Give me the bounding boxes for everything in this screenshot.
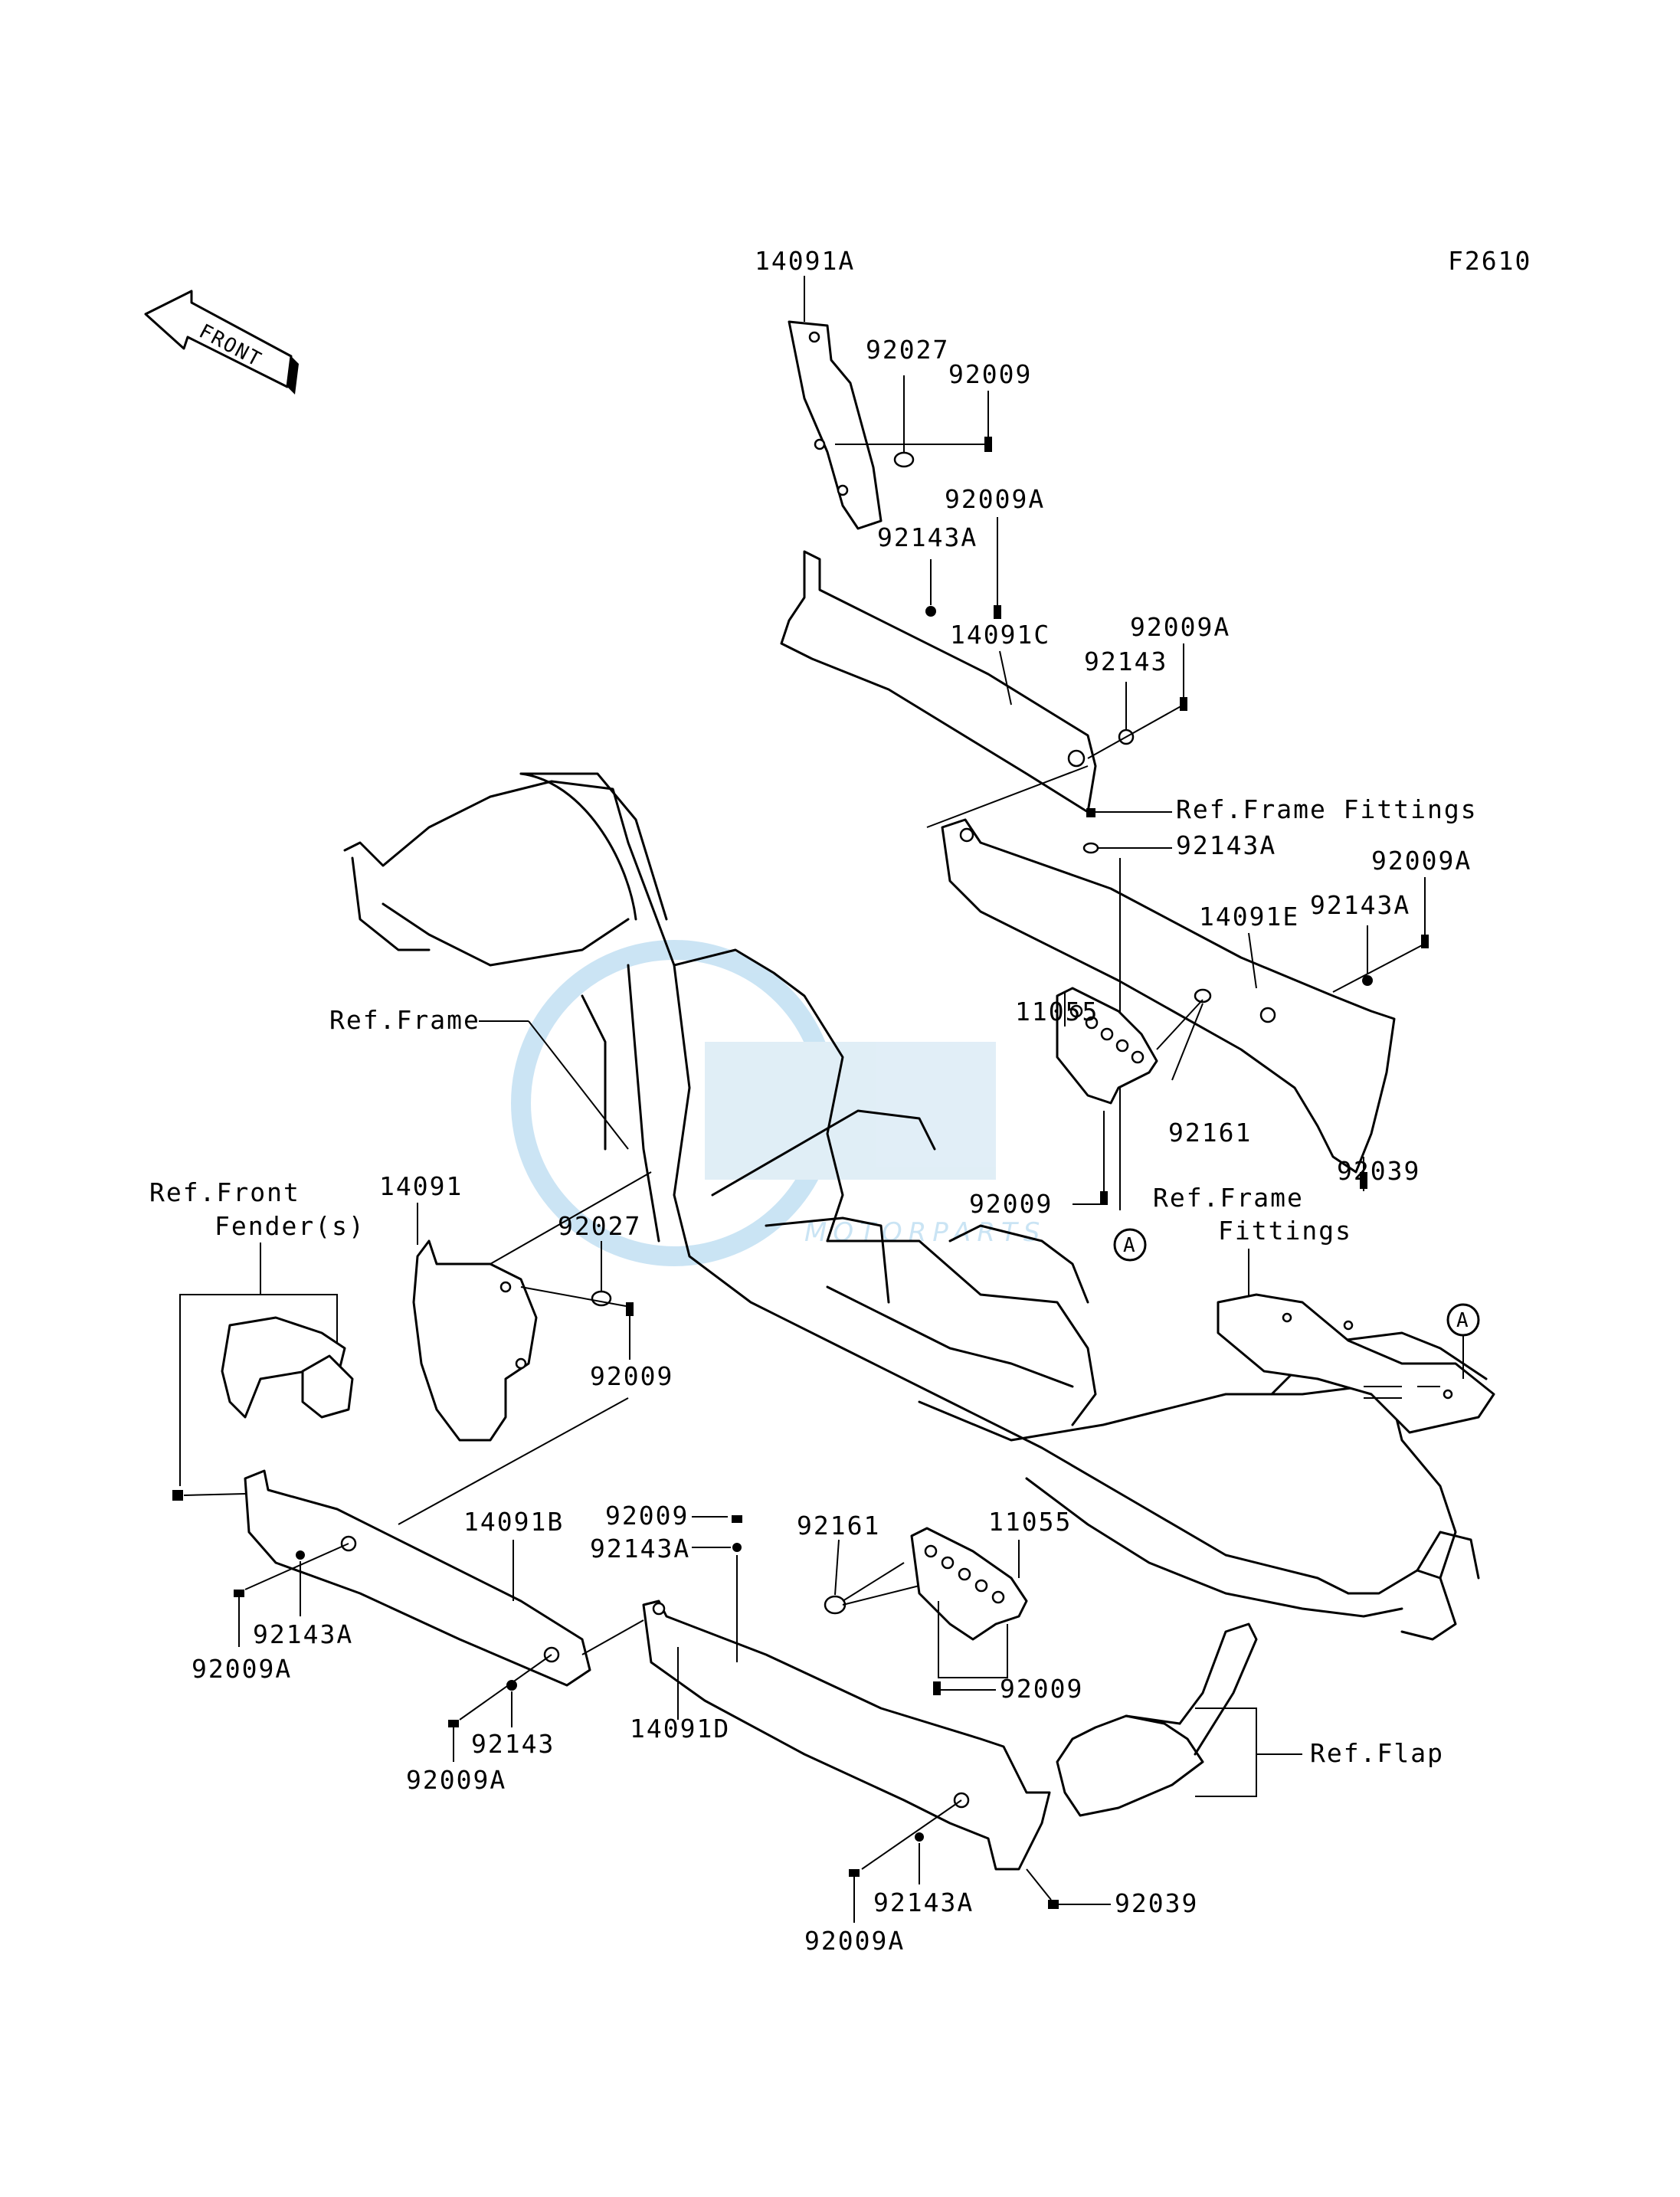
- bolt-92009-b2: [933, 1681, 941, 1695]
- part-14091A: [788, 320, 883, 530]
- washer-92027-top: [893, 451, 915, 468]
- frame-fitting-plate: [1217, 1293, 1495, 1434]
- ref-frame-fitting-bolt: [1086, 808, 1095, 817]
- label-92027-top: 92027: [866, 335, 949, 365]
- label-14091D: 14091D: [630, 1714, 730, 1744]
- flap-ref: [1056, 1622, 1258, 1817]
- screw-92039-low: [1048, 1900, 1059, 1909]
- label-14091B: 14091B: [463, 1507, 564, 1537]
- label-92143A-1: 92143A: [877, 522, 978, 552]
- label-92009A-2: 92009A: [1130, 612, 1230, 642]
- label-92039-low: 92039: [1115, 1888, 1198, 1918]
- label-ref-front-fender-a: Ref.Front: [149, 1177, 300, 1207]
- clip-front-fender: [172, 1490, 183, 1501]
- label-92143A-b3: 92143A: [873, 1888, 974, 1917]
- nut-92143A-b2: [296, 1550, 305, 1560]
- callout-A1: [1113, 1228, 1147, 1262]
- label-92143A-2: 92143A: [1176, 830, 1276, 860]
- label-92009A-1: 92009A: [945, 484, 1045, 514]
- bolt-92009-top: [984, 437, 992, 452]
- label-11055-top: 11055: [1015, 997, 1099, 1026]
- label-callout-A2: A: [1456, 1309, 1470, 1332]
- label-92009A-b2: 92009A: [406, 1765, 506, 1795]
- bolt-92009A-2: [1180, 697, 1187, 711]
- label-92161-low: 92161: [797, 1511, 880, 1541]
- part-14091B: [244, 1469, 591, 1687]
- bolt-92009-b1: [732, 1515, 742, 1523]
- part-14091E: [941, 818, 1396, 1174]
- plug-92161-top: [1194, 988, 1212, 1004]
- label-ref-frame: Ref.Frame: [329, 1005, 480, 1035]
- watermark: MOTORPARTS: [511, 940, 1040, 1266]
- part-14091: [412, 1239, 538, 1442]
- nut-92143A-b1: [732, 1543, 742, 1552]
- front-arrow-icon: FRONT: [144, 290, 299, 395]
- label-callout-A1: A: [1123, 1234, 1137, 1257]
- bolt-92009A-3: [1421, 935, 1429, 948]
- label-ref-front-fender-b: Fender(s): [215, 1211, 365, 1241]
- bolt-92009-mid: [1100, 1191, 1108, 1205]
- label-92143A-b2: 92143A: [253, 1619, 353, 1649]
- label-92009-low: 92009: [590, 1361, 673, 1391]
- label-92143A-b1: 92143A: [590, 1534, 690, 1563]
- label-92009-mid: 92009: [969, 1189, 1053, 1219]
- label-92143-b: 92143: [471, 1729, 555, 1759]
- label-92009A-3: 92009A: [1371, 846, 1472, 876]
- label-92143-1: 92143: [1084, 647, 1167, 676]
- label-92027-low: 92027: [558, 1211, 641, 1241]
- label-92009-b1: 92009: [605, 1501, 689, 1531]
- label-ref-flap: Ref.Flap: [1310, 1738, 1444, 1768]
- part-11055-top: [1056, 987, 1158, 1105]
- label-11055-low: 11055: [988, 1507, 1072, 1537]
- bolt-92009A-b1: [234, 1590, 244, 1597]
- nut-92143A-3: [1362, 975, 1373, 986]
- label-ref-frame-fittings-1: Ref.Frame Fittings: [1176, 794, 1478, 824]
- label-92009-top: 92009: [948, 359, 1032, 389]
- bolt-92009A-b3: [849, 1869, 860, 1877]
- part-11055-low: [910, 1527, 1028, 1641]
- bolt-92009-low: [626, 1302, 634, 1316]
- bolt-92009A-1: [994, 605, 1001, 619]
- label-92039-top: 92039: [1337, 1156, 1420, 1186]
- part-14091C: [780, 550, 1097, 814]
- part-14091D: [642, 1599, 1051, 1871]
- bolt-92009A-b2: [448, 1720, 459, 1727]
- nut-92143A-b3: [915, 1832, 924, 1842]
- label-14091A: 14091A: [755, 246, 855, 276]
- front-fender-ref: [221, 1316, 354, 1419]
- label-ref-frame-fittings-2b: Fittings: [1218, 1216, 1352, 1246]
- nut-92143-b: [506, 1680, 517, 1691]
- label-92009A-b1: 92009A: [192, 1654, 292, 1684]
- label-14091E: 14091E: [1199, 902, 1299, 932]
- label-14091: 14091: [379, 1171, 463, 1201]
- nut-92143A-1: [925, 606, 936, 617]
- label-14091C: 14091C: [950, 620, 1050, 650]
- label-92143A-3: 92143A: [1310, 890, 1410, 920]
- label-92009A-b3: 92009A: [804, 1926, 905, 1956]
- figure-code: F2610: [1448, 246, 1531, 276]
- vehicle-frame: [343, 772, 1488, 1641]
- nut-92143A-2: [1082, 842, 1099, 854]
- label-ref-frame-fittings-2a: Ref.Frame: [1153, 1183, 1304, 1213]
- label-92009-b2: 92009: [1000, 1674, 1083, 1704]
- label-92161-top: 92161: [1168, 1118, 1252, 1148]
- plug-92161-low: [824, 1595, 847, 1615]
